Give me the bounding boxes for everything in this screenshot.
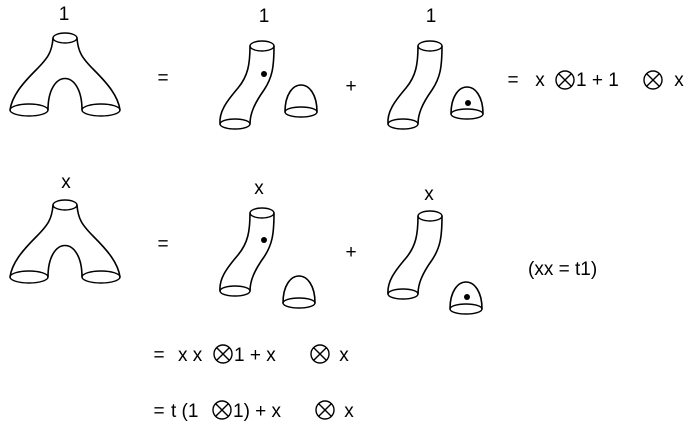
tube-bottom-2 [387,210,443,300]
tube-label-bottom-2: x [424,184,434,205]
otimes-icon [643,70,663,90]
otimes-icon [212,400,232,420]
pants-label-bottom: x [61,172,71,193]
tube-label-top-2: 1 [426,6,437,27]
pants-cobordism-bottom [9,199,121,284]
cap-bottom-1 [282,275,316,309]
equals-sign-top: = [157,68,168,89]
relation-text: (xx = t1) [528,259,597,280]
dot-cap-top-2 [465,100,471,106]
dot-tube-bottom-1 [261,237,267,243]
otimes-icon [310,344,330,364]
line4-b: 1) + x [233,401,282,422]
tube-label-top-1: 1 [259,6,270,27]
line4-a: t (1 [171,401,198,422]
dot-tube-top-1 [261,71,267,77]
pants-cobordism-top [9,32,121,117]
line3-a: x x [178,345,203,366]
dot-cap-bottom-2 [464,294,470,300]
tube-top-1 [219,40,275,130]
otimes-icon [555,70,575,90]
otimes-icon [315,400,335,420]
tube-bottom-1 [219,207,275,297]
cap-top-1 [284,84,318,118]
plus-sign-top: + [345,76,356,97]
result-top-a: x [535,70,545,91]
line3-b: 1 + x [234,345,276,366]
result-top-c: x [674,70,684,91]
line4-eq: = [153,401,164,422]
line3-eq: = [153,345,164,366]
line3-c: x [339,345,349,366]
result-top-b: 1 + 1 [576,70,619,91]
otimes-icon [213,344,233,364]
plus-sign-bottom: + [345,242,356,263]
result-eq-top: = [507,70,518,91]
tube-top-2 [387,40,443,130]
equals-sign-bottom: = [157,234,168,255]
tube-label-bottom-1: x [254,178,264,199]
line4-c: x [344,401,354,422]
pants-label-top: 1 [59,4,70,25]
